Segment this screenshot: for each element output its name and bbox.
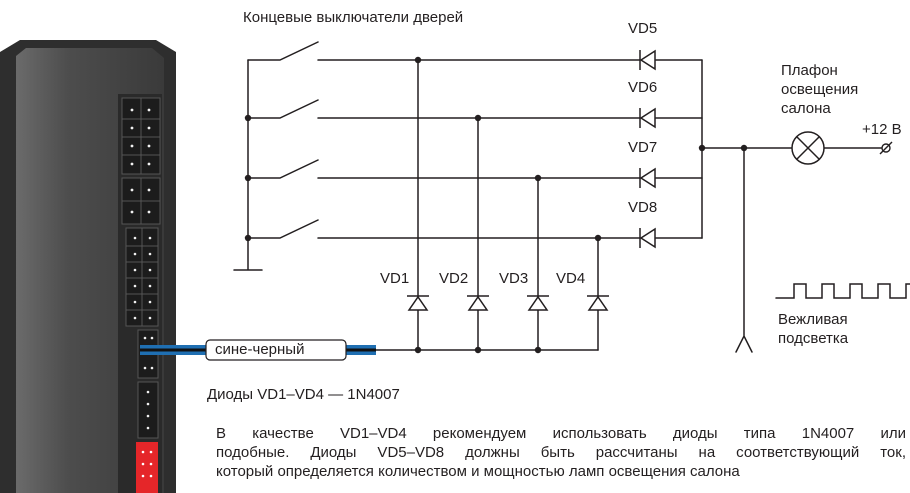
connector-block-1: [121, 97, 161, 175]
description-paragraph: В качестве VD1–VD4 рекомендуем использов…: [216, 424, 906, 481]
bottom-diodes: [407, 295, 609, 311]
diode-vd8: [639, 227, 656, 249]
alarm-unit: [0, 40, 176, 493]
connector-block-2: [121, 177, 161, 225]
supply-label: +12 В: [862, 121, 902, 138]
lamp-label-line-1: Плафон: [781, 62, 838, 79]
supply-terminal-icon: [879, 141, 893, 155]
diode-vd6: [639, 107, 656, 129]
label-vd4: VD4: [556, 270, 586, 287]
label-vd1: VD1: [380, 270, 410, 287]
label-vd7: VD7: [628, 139, 658, 156]
description-line-1: В качестве VD1–VD4 рекомендуем использов…: [216, 425, 906, 442]
junction-dots: [244, 56, 748, 354]
label-vd2: VD2: [439, 270, 469, 287]
label-vd8: VD8: [628, 199, 658, 216]
diagram-title: Концевые выключатели дверей: [243, 9, 464, 26]
label-vd6: VD6: [628, 79, 658, 96]
connector-block-3: [125, 227, 159, 327]
diode-vd1: [407, 295, 429, 311]
signal-label-line-1: Вежливая: [778, 311, 848, 328]
connector-block-5: [137, 381, 159, 439]
label-vd3: VD3: [499, 270, 529, 287]
lamp-icon: [791, 131, 825, 165]
blue-black-wire: [140, 339, 412, 361]
wire-label: сине-черный: [215, 341, 305, 358]
label-vd5: VD5: [628, 20, 658, 37]
signal-label-line-2: подсветка: [778, 330, 849, 347]
description-line-3: который определяется количеством и мощно…: [216, 463, 740, 480]
top-diodes: [639, 49, 656, 249]
diode-vd2: [467, 295, 489, 311]
connector-red: [136, 442, 158, 493]
lamp-label-line-3: салона: [781, 100, 831, 117]
lamp-label-line-2: освещения: [781, 81, 859, 98]
circuit-lines: [233, 41, 910, 353]
wire-label-box: [205, 339, 347, 361]
diode-vd5: [639, 49, 656, 71]
diode-vd4: [587, 295, 609, 311]
diode-vd3: [527, 295, 549, 311]
diode-vd7: [639, 167, 656, 189]
description-line-2: подобные. Диоды VD5–VD8 должны быть расс…: [216, 444, 906, 461]
diodes-note: Диоды VD1–VD4 — 1N4007: [207, 386, 400, 403]
